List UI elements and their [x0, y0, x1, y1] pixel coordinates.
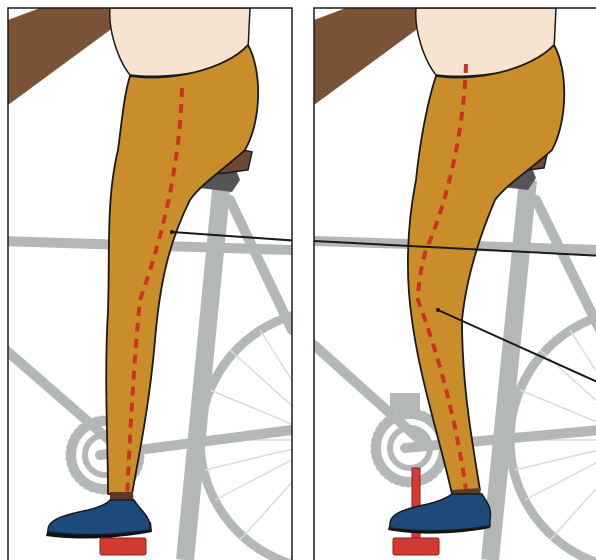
right-panel — [314, 8, 596, 560]
right-pedal — [393, 538, 439, 555]
left-pedal — [100, 538, 146, 555]
